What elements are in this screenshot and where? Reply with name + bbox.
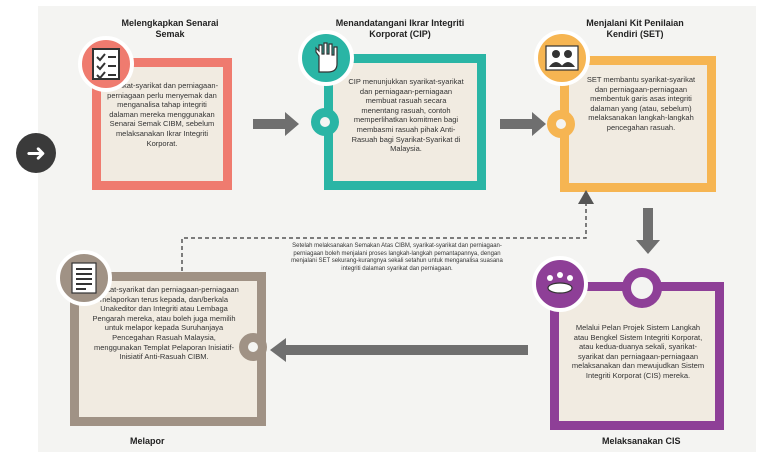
step3-notch bbox=[547, 110, 575, 138]
step5-circle bbox=[56, 250, 112, 306]
arrow-right-circle-icon: ➜ bbox=[25, 139, 47, 167]
step4-title: Melaksanakan CIS bbox=[602, 436, 681, 446]
step3-title: Menjalani Kit Penilaian Kendiri (SET) bbox=[586, 18, 684, 39]
step1-title: Melengkapkan Senarai Semak bbox=[121, 18, 219, 39]
step3-circle bbox=[534, 30, 590, 86]
step4-text: Melalui Pelan Projek Sistem Langkah atau… bbox=[571, 323, 705, 380]
step5-notch bbox=[239, 333, 267, 361]
step4-notch bbox=[622, 268, 662, 308]
flow-arrow-down bbox=[636, 208, 660, 254]
step2-notch bbox=[311, 108, 339, 136]
step4-circle bbox=[532, 256, 588, 312]
center-note: Setelah melaksanakan Semakan Atas CIBM, … bbox=[291, 243, 503, 272]
step5-text: Syarikat-syarikat dan perniagaan-perniag… bbox=[89, 285, 239, 362]
meeting-icon bbox=[547, 272, 573, 294]
flow-arrow-2 bbox=[500, 112, 546, 136]
raised-hand-icon bbox=[315, 42, 338, 73]
step2-circle bbox=[298, 30, 354, 86]
next-arrow-button[interactable]: ➜ bbox=[16, 133, 56, 173]
step5-title: Melapor bbox=[130, 436, 165, 446]
step2-card: CIP menunjukkan syarikat-syarikat dan pe… bbox=[311, 54, 486, 190]
step1-text: Syarikat-syarikat dan perniagaan-perniag… bbox=[105, 81, 219, 148]
flow-arrow-left bbox=[270, 338, 528, 362]
step3-text: SET membantu syarikat-syarikat dan perni… bbox=[586, 75, 696, 132]
feedback-loop-connector bbox=[181, 190, 594, 278]
step2-title: Menandatangani Ikrar Integriti Korporat … bbox=[335, 18, 465, 39]
step1-circle bbox=[78, 36, 134, 92]
step3-card: SET membantu syarikat-syarikat dan perni… bbox=[547, 56, 716, 192]
checklist-icon bbox=[92, 48, 120, 80]
flow-arrow-1 bbox=[253, 112, 299, 136]
people-icon bbox=[545, 45, 579, 71]
step2-text: CIP menunjukkan syarikat-syarikat dan pe… bbox=[348, 77, 464, 154]
document-icon bbox=[71, 262, 97, 294]
